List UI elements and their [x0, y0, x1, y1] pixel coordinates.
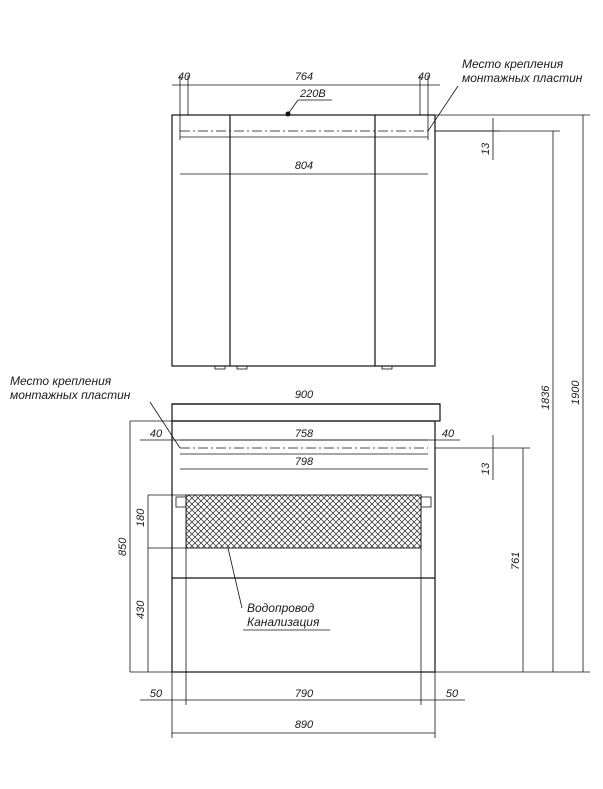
vanity-height: 850 — [117, 537, 129, 556]
cabinet-outline — [171, 114, 436, 367]
leg-left-width: 50 — [150, 688, 163, 700]
mount-note-top: Место крепления монтажных пластин — [427, 57, 583, 132]
svg-text:монтажных пластин: монтажных пластин — [10, 388, 131, 402]
countertop — [171, 403, 441, 422]
vanity-mount-height: 761 — [510, 552, 522, 570]
vanity-mount-span: 758 — [295, 428, 314, 440]
leg-right-width: 50 — [446, 688, 459, 700]
vanity-bottom-dims: 50 790 50 890 — [140, 672, 465, 738]
plumbing-zone — [185, 494, 422, 549]
voltage-label: 220В — [299, 88, 326, 100]
cabinet-foot — [214, 365, 226, 370]
vanity-inner-width: 798 — [295, 456, 314, 468]
cabinet-foot — [381, 365, 393, 370]
vanity-mount-dims: 40 758 40 — [140, 428, 460, 441]
mirror-mount-height: 1836 — [540, 385, 552, 410]
cabinet-top-dimensions: 40 764 40 — [172, 71, 440, 115]
cabinet-mount-drop-dim: 13 — [435, 118, 500, 160]
vanity-right-offset: 40 — [442, 428, 455, 440]
overall-height-dims: 1836 1900 761 — [435, 114, 590, 673]
svg-text:Место крепления: Место крепления — [462, 57, 564, 71]
lower-zone-height: 430 — [135, 600, 147, 619]
mount-bracket — [175, 496, 187, 508]
cabinet-foot — [236, 365, 248, 370]
cabinet-right-offset: 40 — [418, 71, 431, 83]
vanity — [171, 403, 441, 673]
cabinet-left-offset: 40 — [178, 71, 191, 83]
vanity-mount-drop-dim: 13 — [435, 435, 530, 480]
vanity-outline — [171, 420, 436, 673]
mount-bracket — [420, 496, 432, 508]
cabinet-mount-span: 764 — [295, 71, 313, 83]
vanity-top-width-dim: 900 — [172, 389, 440, 405]
between-legs-width: 790 — [295, 688, 314, 700]
vanity-left-offset: 40 — [150, 428, 163, 440]
cabinet-mount-drop: 13 — [480, 142, 492, 155]
overall-height: 1900 — [570, 380, 582, 405]
svg-text:Канализация: Канализация — [247, 615, 320, 629]
mount-note-bottom: Место крепления монтажных пластин — [10, 374, 181, 449]
voltage-callout: 220В — [287, 88, 332, 115]
svg-text:Водопровод: Водопровод — [247, 601, 315, 615]
vanity-mount-drop: 13 — [480, 462, 492, 475]
overall-width: 890 — [295, 719, 314, 731]
cabinet-inner-width: 804 — [295, 160, 313, 172]
vanity-height-dims: 850 180 430 — [117, 420, 186, 673]
upper-zone-height: 180 — [135, 508, 147, 527]
svg-text:монтажных пластин: монтажных пластин — [462, 71, 583, 85]
vanity-inner-width-dim: 798 — [180, 456, 428, 470]
mirror-cabinet — [171, 111, 436, 370]
vanity-top-width: 900 — [295, 389, 314, 401]
cabinet-inner-width-dim: 804 — [180, 160, 428, 175]
svg-text:Место крепления: Место крепления — [10, 374, 112, 388]
plumbing-callout: Водопровод Канализация — [227, 547, 330, 631]
